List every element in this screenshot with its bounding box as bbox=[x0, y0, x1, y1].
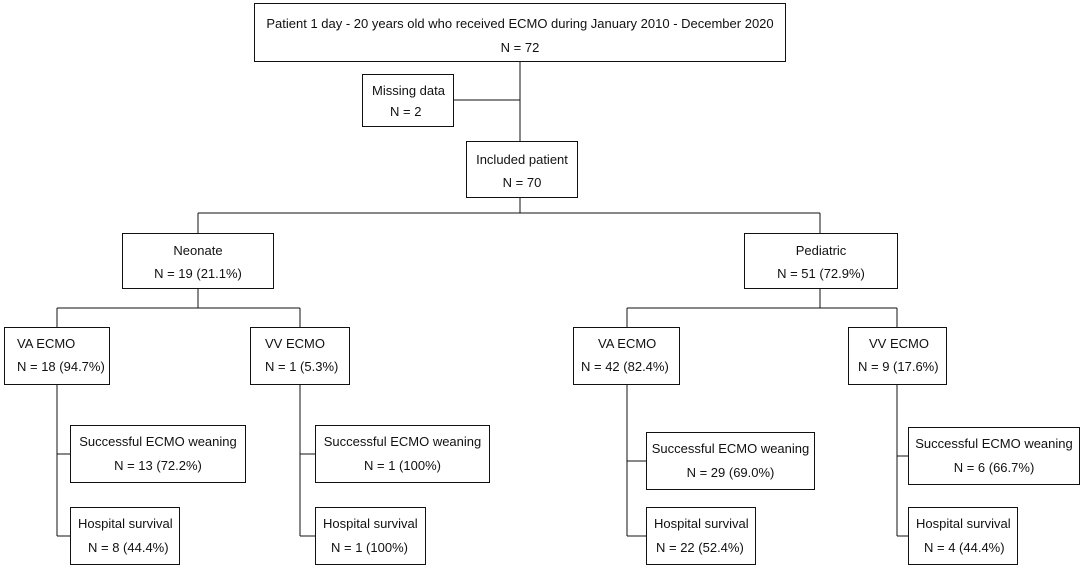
pediatric-vv-survival-label: Hospital survival bbox=[916, 516, 1011, 531]
pediatric-vv-ecmo-count: N = 9 (17.6%) bbox=[858, 359, 939, 374]
neonate-vv-weaning-label: Successful ECMO weaning bbox=[323, 434, 482, 449]
enrollment-label: Patient 1 day - 20 years old who receive… bbox=[266, 16, 774, 31]
pediatric-va-survival-label: Hospital survival bbox=[654, 516, 749, 531]
pediatric-box: Pediatric N = 51 (72.9%) bbox=[744, 233, 898, 289]
neonate-va-ecmo-count: N = 18 (94.7%) bbox=[17, 359, 105, 374]
neonate-va-weaning-box: Successful ECMO weaning N = 13 (72.2%) bbox=[70, 425, 246, 483]
missing-data-count: N = 2 bbox=[390, 104, 422, 119]
included-patient-label: Included patient bbox=[476, 152, 568, 167]
neonate-label: Neonate bbox=[173, 243, 223, 258]
pediatric-vv-weaning-count: N = 6 (66.7%) bbox=[953, 460, 1035, 475]
pediatric-vv-ecmo-label: VV ECMO bbox=[869, 336, 929, 351]
neonate-va-ecmo-label: VA ECMO bbox=[17, 336, 76, 351]
enrollment-box: Patient 1 day - 20 years old who receive… bbox=[254, 3, 786, 62]
neonate-vv-survival-box: Hospital survival N = 1 (100%) bbox=[315, 507, 426, 565]
pediatric-va-weaning-count: N = 29 (69.0%) bbox=[686, 465, 775, 480]
pediatric-va-weaning-label: Successful ECMO weaning bbox=[651, 441, 810, 456]
pediatric-count: N = 51 (72.9%) bbox=[777, 266, 865, 281]
pediatric-vv-weaning-label: Successful ECMO weaning bbox=[915, 436, 1073, 451]
neonate-box: Neonate N = 19 (21.1%) bbox=[122, 233, 274, 289]
neonate-va-survival-count: N = 8 (44.4%) bbox=[88, 540, 169, 555]
pediatric-va-survival-count: N = 22 (52.4%) bbox=[656, 540, 744, 555]
missing-data-box: Missing data N = 2 bbox=[362, 74, 454, 127]
pediatric-va-ecmo-box: VA ECMO N = 42 (82.4%) bbox=[573, 327, 680, 385]
neonate-count: N = 19 (21.1%) bbox=[154, 266, 242, 281]
neonate-va-ecmo-box: VA ECMO N = 18 (94.7%) bbox=[4, 327, 110, 385]
neonate-vv-weaning-box: Successful ECMO weaning N = 1 (100%) bbox=[315, 425, 490, 483]
pediatric-va-ecmo-count: N = 42 (82.4%) bbox=[581, 359, 669, 374]
included-patient-count: N = 70 bbox=[502, 175, 542, 190]
missing-data-label: Missing data bbox=[372, 83, 445, 98]
neonate-vv-survival-label: Hospital survival bbox=[323, 516, 418, 531]
pediatric-va-survival-box: Hospital survival N = 22 (52.4%) bbox=[646, 507, 756, 565]
neonate-vv-ecmo-box: VV ECMO N = 1 (5.3%) bbox=[250, 327, 350, 385]
neonate-va-weaning-label: Successful ECMO weaning bbox=[79, 434, 237, 449]
pediatric-vv-survival-box: Hospital survival N = 4 (44.4%) bbox=[908, 507, 1018, 565]
pediatric-vv-weaning-box: Successful ECMO weaning N = 6 (66.7%) bbox=[908, 427, 1080, 485]
pediatric-va-ecmo-label: VA ECMO bbox=[598, 336, 657, 351]
neonate-vv-survival-count: N = 1 (100%) bbox=[331, 540, 408, 555]
pediatric-label: Pediatric bbox=[795, 243, 847, 258]
included-patient-box: Included patient N = 70 bbox=[466, 141, 578, 198]
neonate-vv-weaning-count: N = 1 (100%) bbox=[364, 458, 441, 473]
neonate-va-survival-box: Hospital survival N = 8 (44.4%) bbox=[70, 507, 180, 565]
pediatric-vv-ecmo-box: VV ECMO N = 9 (17.6%) bbox=[848, 327, 947, 385]
pediatric-va-weaning-box: Successful ECMO weaning N = 29 (69.0%) bbox=[646, 432, 815, 490]
pediatric-vv-survival-count: N = 4 (44.4%) bbox=[924, 540, 1005, 555]
neonate-vv-ecmo-label: VV ECMO bbox=[265, 336, 325, 351]
neonate-va-weaning-count: N = 13 (72.2%) bbox=[114, 458, 202, 473]
neonate-vv-ecmo-count: N = 1 (5.3%) bbox=[265, 359, 339, 374]
enrollment-count: N = 72 bbox=[500, 40, 540, 55]
neonate-va-survival-label: Hospital survival bbox=[78, 516, 173, 531]
